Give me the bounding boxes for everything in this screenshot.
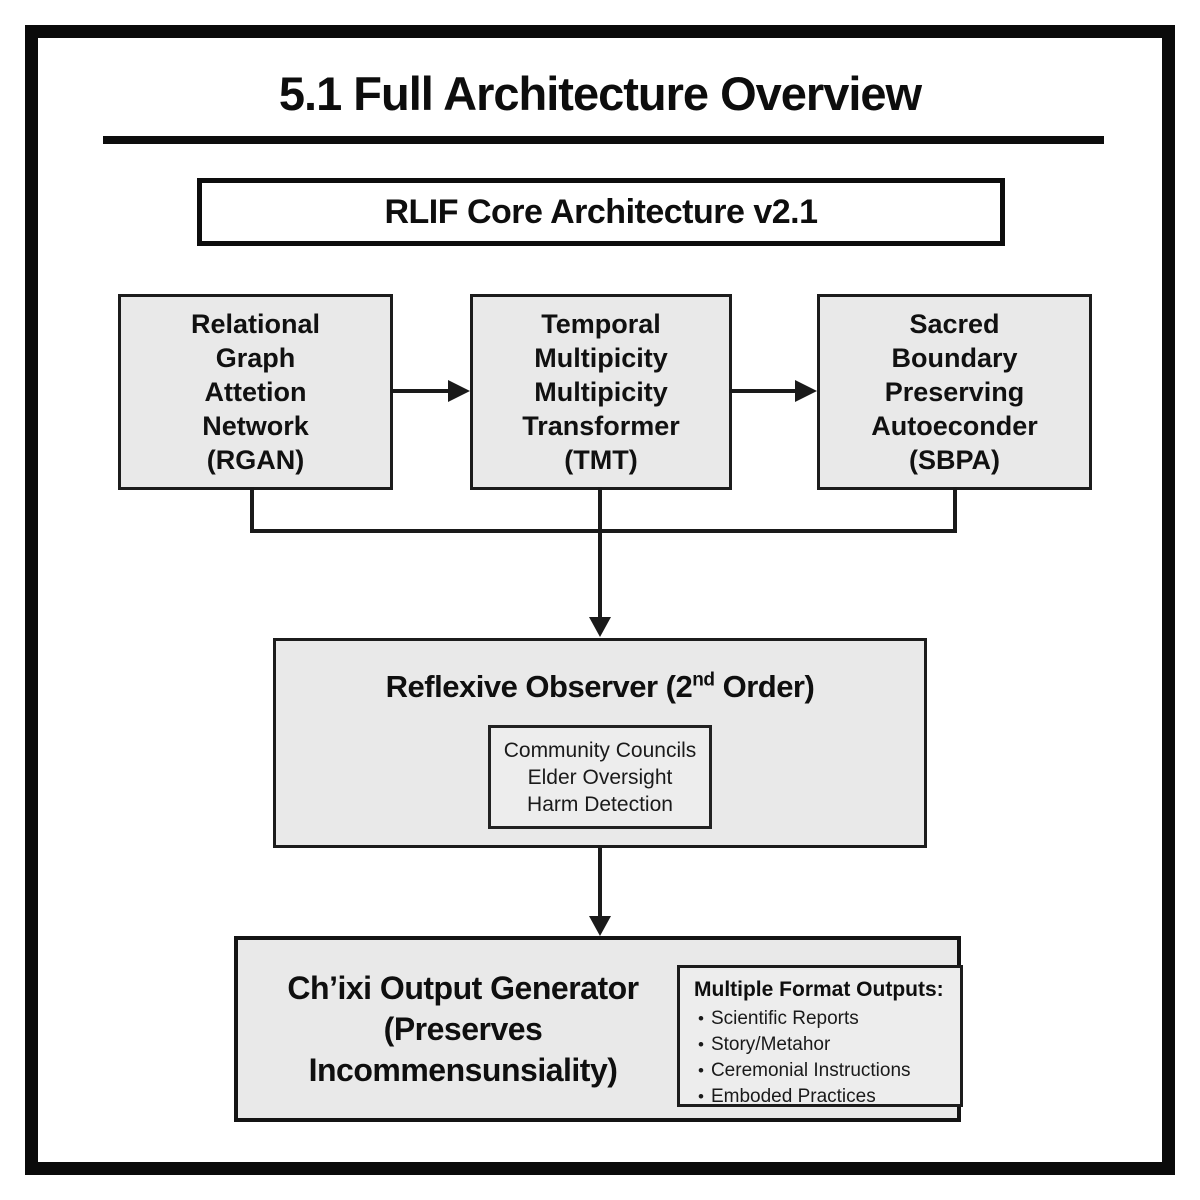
chixi-line: Incommensunsiality) <box>308 1051 618 1088</box>
chixi-line: Ch’ixi Output Generator <box>287 969 639 1006</box>
formats-panel-title: Multiple Format Outputs: <box>694 978 944 1001</box>
node-sbpa: Sacred Boundary Preserving Autoeconder (… <box>817 294 1092 490</box>
format-item: • Scientific Reports <box>698 1006 960 1032</box>
bullet-icon: • <box>698 1087 704 1106</box>
arrow-rgan-to-tmt-line <box>390 389 450 393</box>
node-sbpa-line: Autoeconder <box>871 411 1038 441</box>
connector-merge-bar <box>250 529 957 533</box>
bullet-icon: • <box>698 1035 704 1054</box>
title-underline <box>103 136 1104 144</box>
node-rgan-line: Relational <box>190 309 321 339</box>
arrow-to-output-line <box>598 845 602 918</box>
rlif-core-label: RLIF Core Architecture v2.1 <box>384 192 818 231</box>
bullet-icon: • <box>698 1009 704 1028</box>
format-item: • Story/Metahor <box>698 1032 960 1058</box>
node-rgan-line: Graph <box>215 343 296 373</box>
chixi-output-label: Ch’ixi Output Generator (Preserves Incom… <box>248 940 678 1118</box>
oversight-line: Community Councils <box>503 738 697 762</box>
node-sbpa-line: Sacred <box>909 309 1000 339</box>
format-item: • Emboded Practices <box>698 1084 960 1110</box>
arrow-tmt-to-sbpa-head-icon <box>795 380 817 402</box>
arrow-to-output-head-icon <box>589 916 611 936</box>
node-rgan-line: Network <box>202 411 309 441</box>
node-tmt-line: Transformer <box>522 411 680 441</box>
format-item: • Ceremonial Instructions <box>698 1058 960 1084</box>
format-item-label: Scientific Reports <box>710 1008 859 1029</box>
format-item-label: Emboded Practices <box>710 1086 876 1107</box>
oversight-inner-box: Community Councils Elder Oversight Harm … <box>488 725 712 829</box>
connector-sbpa-stub <box>953 487 957 533</box>
connector-rgan-stub <box>250 487 254 533</box>
reflexive-title-superscript: nd <box>692 669 715 691</box>
node-rgan-line: (RGAN) <box>206 445 305 475</box>
arrow-to-reflexive-line <box>598 487 602 619</box>
node-tmt-line: Multipicity <box>534 377 668 407</box>
node-tmt: Temporal Multipicity Multipicity Transfo… <box>470 294 732 490</box>
formats-panel: Multiple Format Outputs: • Scientific Rep… <box>677 965 963 1107</box>
chixi-line: (Preserves <box>383 1010 543 1047</box>
arrow-tmt-to-sbpa-line <box>729 389 795 393</box>
reflexive-title-prefix: Reflexive Observer (2 <box>385 669 693 704</box>
node-rgan: Relational Graph Attetion Network (RGAN) <box>118 294 393 490</box>
page-title: 5.1 Full Architecture Overview <box>278 67 922 120</box>
oversight-line: Elder Oversight <box>527 765 673 789</box>
node-tmt-line: Temporal <box>541 309 661 339</box>
node-sbpa-line: Preserving <box>884 377 1025 407</box>
format-item-label: Story/Metahor <box>710 1034 831 1055</box>
arrow-rgan-to-tmt-head-icon <box>448 380 470 402</box>
node-rgan-line: Attetion <box>204 377 307 407</box>
arrow-to-reflexive-head-icon <box>589 617 611 637</box>
reflexive-observer-title: Reflexive Observer (2nd Order) <box>276 669 924 705</box>
node-chixi-output-generator: Ch’ixi Output Generator (Preserves Incom… <box>234 936 963 1122</box>
reflexive-title-suffix: Order) <box>714 669 815 704</box>
node-sbpa-line: Boundary <box>891 343 1018 373</box>
bullet-icon: • <box>698 1061 704 1080</box>
node-tmt-line: (TMT) <box>564 445 638 475</box>
node-tmt-line: Multipicity <box>534 343 668 373</box>
format-item-label: Ceremonial Instructions <box>710 1060 911 1081</box>
node-reflexive-observer: Reflexive Observer (2nd Order) Community… <box>273 638 927 848</box>
oversight-line: Harm Detection <box>527 792 673 816</box>
node-sbpa-line: (SBPA) <box>909 445 1000 475</box>
rlif-core-box: RLIF Core Architecture v2.1 <box>197 178 1005 246</box>
